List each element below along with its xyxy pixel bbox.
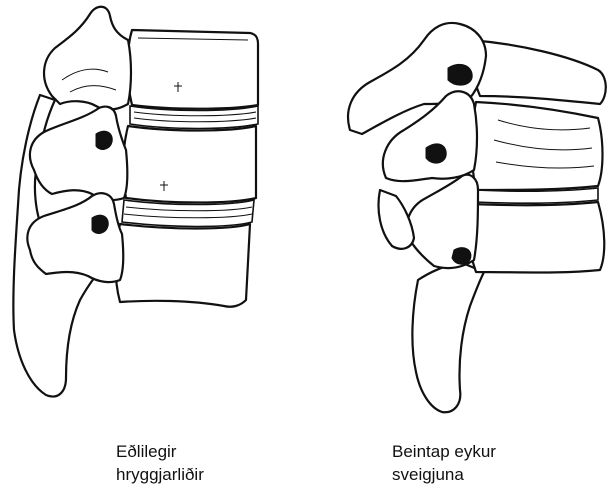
collapsed-lower-arch (377, 188, 416, 250)
normal-disc-1 (129, 105, 259, 130)
collapsed-middle-fracture-lines (493, 119, 595, 169)
collapsed-vertebrae-drawing (346, 21, 607, 414)
normal-facet-top (43, 5, 133, 111)
normal-vertebrae-caption: Eðlilegir hryggjarliðir (116, 440, 204, 486)
collapsed-facet-middle-hole (425, 143, 447, 164)
collapsed-facet-bottom (405, 173, 480, 270)
collapsed-spinous-process (411, 260, 486, 414)
normal-caption-line-2: hryggjarliðir (116, 465, 204, 484)
collapsed-facet-middle (381, 90, 479, 183)
normal-vertebral-body-bottom (114, 222, 252, 308)
normal-top-body-ridge (137, 37, 249, 41)
collapsed-disc (473, 187, 599, 205)
normal-vertebrae-drawing (12, 5, 260, 398)
normal-vertebral-body-middle (122, 124, 258, 204)
normal-facet-bottom-hole (91, 214, 109, 234)
collapsed-vertebrae-caption: Beintap eykur sveigjuna (392, 440, 496, 486)
collapsed-caption-line-1: Beintap eykur (392, 442, 496, 461)
normal-vertebral-body-top (126, 28, 260, 110)
normal-top-body-mark (174, 82, 182, 92)
collapsed-caption-line-2: sveigjuna (392, 465, 464, 484)
collapsed-facet-top (346, 21, 488, 136)
normal-disc-1-lines (133, 111, 257, 123)
collapsed-facet-bottom-hole (451, 247, 472, 265)
normal-facet-bottom (26, 192, 125, 284)
collapsed-vertebral-body-top (468, 38, 607, 106)
normal-facet-top-lines (61, 68, 117, 93)
collapsed-facet-top-hole (447, 63, 473, 86)
normal-middle-body-mark (160, 181, 168, 191)
collapsed-vertebral-body-bottom (468, 200, 606, 274)
normal-facet-middle-hole (95, 130, 113, 150)
normal-facet-middle (28, 105, 129, 202)
normal-caption-line-1: Eðlilegir (116, 442, 177, 461)
collapsed-vertebral-body-middle (470, 100, 604, 192)
normal-disc-2-lines (123, 206, 253, 219)
normal-disc-2 (121, 198, 255, 228)
